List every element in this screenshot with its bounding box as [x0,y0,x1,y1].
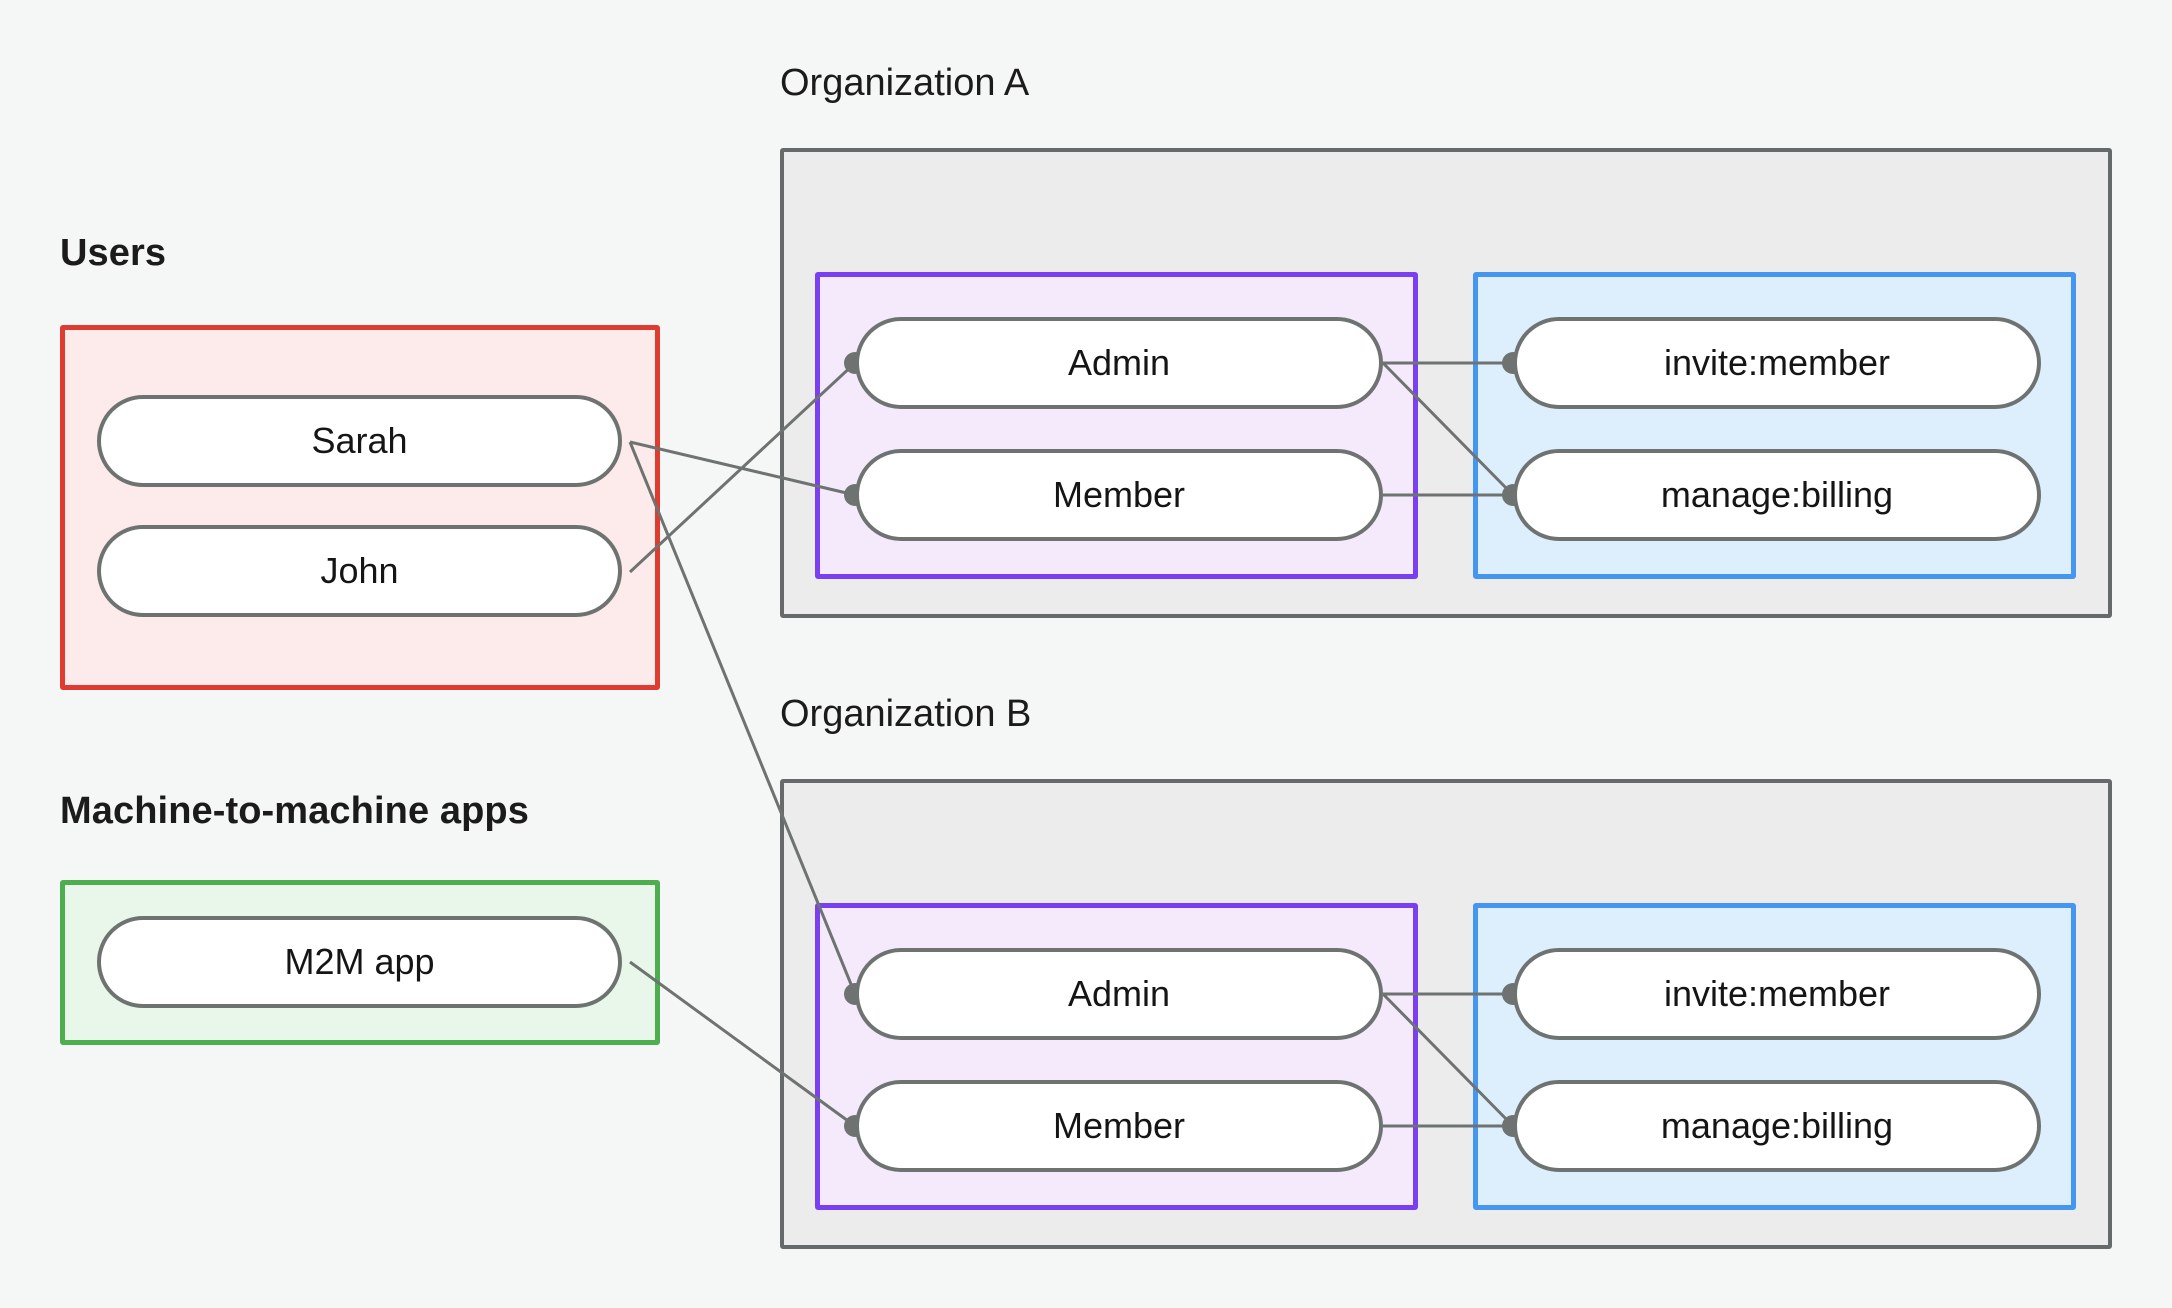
organization-a-permission-invite-member-label: invite:member [1663,342,1891,383]
organization-a-role-pill-member[interactable]: Member [855,449,1383,541]
user-pill-sarah[interactable]: Sarah [97,395,622,487]
organization-b-label: Organization B [780,693,1032,735]
organization-a-permission-pill-manage-billing[interactable]: manage:billing [1513,449,2041,541]
organization-a-role-pill-admin[interactable]: Admin [855,317,1383,409]
m2m-group-label: Machine-to-machine apps [60,790,529,832]
user-pill-john-label: John [320,550,399,591]
organization-a-role-admin-label: Admin [1067,342,1171,383]
organization-a-role-member-label: Member [1052,474,1186,515]
organization-b-role-member-label: Member [1052,1105,1186,1146]
m2m-pill-app-label: M2M app [284,941,435,982]
organization-a-label: Organization A [780,62,1030,104]
organization-b-permission-pill-invite-member[interactable]: invite:member [1513,948,2041,1040]
m2m-pill-app[interactable]: M2M app [97,916,622,1008]
organization-a-permission-pill-invite-member[interactable]: invite:member [1513,317,2041,409]
users-group-box [60,325,660,690]
organization-b-permission-manage-billing-label: manage:billing [1660,1105,1894,1146]
users-group-label: Users [60,232,167,274]
organization-b-role-admin-label: Admin [1067,973,1171,1014]
user-pill-sarah-label: Sarah [311,420,408,461]
user-pill-john[interactable]: John [97,525,622,617]
organization-a-permission-manage-billing-label: manage:billing [1660,474,1894,515]
organization-b-permission-pill-manage-billing[interactable]: manage:billing [1513,1080,2041,1172]
organization-b-permission-invite-member-label: invite:member [1663,973,1891,1014]
organization-b-role-pill-admin[interactable]: Admin [855,948,1383,1040]
organization-b-role-pill-member[interactable]: Member [855,1080,1383,1172]
